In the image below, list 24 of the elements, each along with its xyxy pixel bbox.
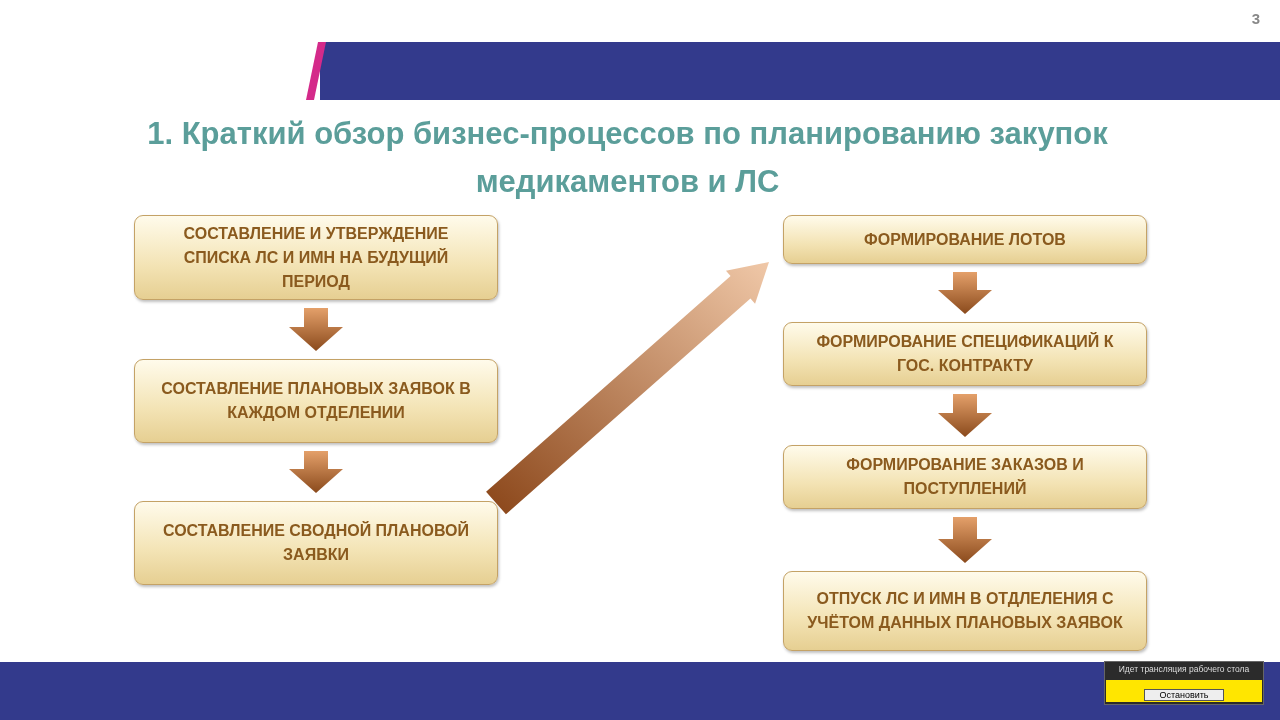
step-text: СОСТАВЛЕНИЕ СВОДНОЙ ПЛАНОВОЙ ЗАЯВКИ [162,520,470,565]
stop-button: Остановить [1106,680,1262,702]
page-number: 3 [1251,10,1260,27]
process-box [134,501,498,585]
arrow [289,308,343,351]
arrow [938,517,992,563]
step-text: ФОРМИРОВАНИЕ СПЕЦИФИКАЦИЙ К ГОС. КОНТРАКТУ [815,331,1115,376]
arrow [289,451,343,493]
process-box [783,571,1147,651]
arrow [938,394,992,437]
arrow [486,262,769,515]
step-text: ФОРМИРОВАНИЕ ЗАКАЗОВ И ПОСТУПЛЕНИЙ [845,455,1085,499]
notification-text: Идет трансляция рабочего стола [1117,664,1251,674]
process-box [783,322,1147,386]
process-box [134,359,498,443]
process-box [783,215,1147,264]
step-text: СОСТАВЛЕНИЕ ПЛАНОВЫХ ЗАЯВОК В КАЖДОМ ОТДЕЛЕНИИ [160,379,472,423]
step-text: СОСТАВЛЕНИЕ И УТВЕРЖДЕНИЕ СПИСКА ЛС И ИМН НА БУДУЩИЙ ПЕРИОД [182,223,450,292]
step-text: ФОРМИРОВАНИЕ ЛОТОВ [864,229,1066,250]
arrow [938,272,992,314]
process-box [134,215,498,300]
slide-title: 1. Краткий обзор бизнес-процессов по планированию закупок медикаментов и ЛС [146,115,1109,201]
step-text: ОТПУСК ЛС И ИМН В ОТДЛЕЛЕНИЯ С УЧЁТОМ ДАННЫХ ПЛАНОВЫХ ЗАЯВОК [806,589,1124,633]
process-box [783,445,1147,509]
